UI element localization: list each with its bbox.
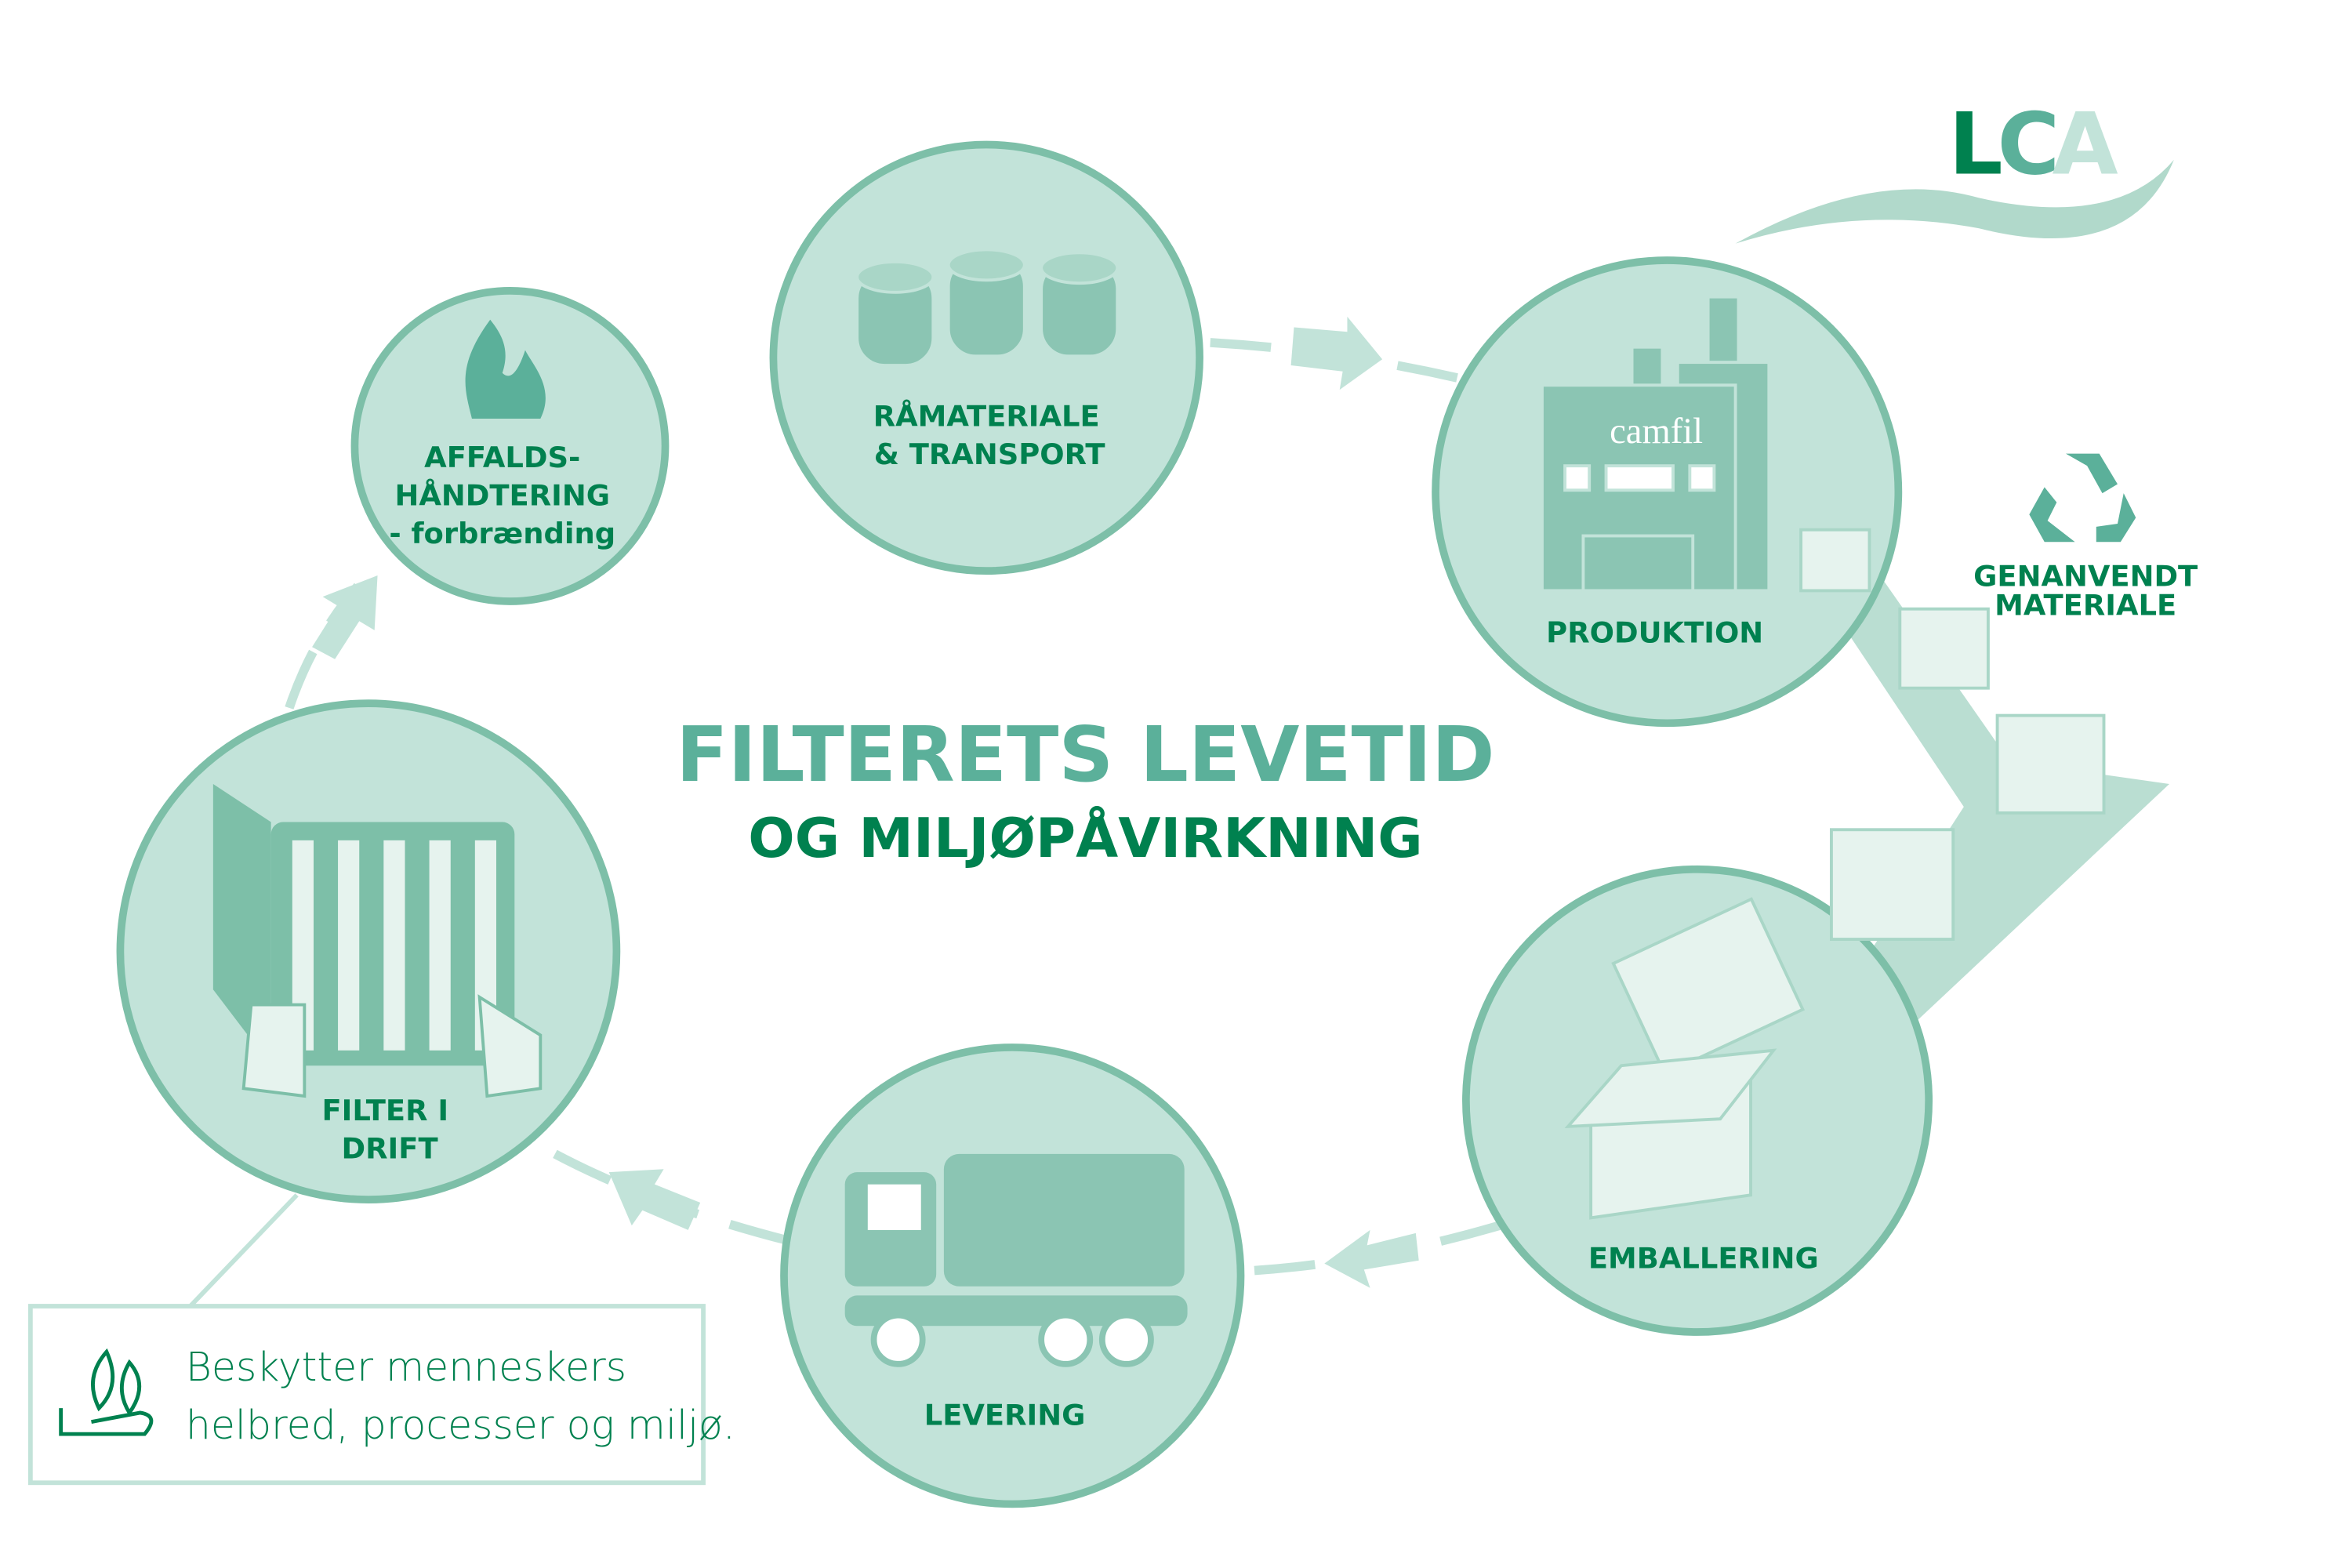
- stage-label-raw-1: RÅMATERIALE: [873, 399, 1100, 434]
- stage-label-operation-1: FILTER I: [321, 1094, 448, 1127]
- title-line-1: FILTERETS LEVETID: [676, 710, 1494, 799]
- svg-text:L: L: [1948, 94, 2002, 194]
- stage-label-waste-1: AFFALDS-: [424, 441, 580, 474]
- filter-in-hands-icon: [212, 784, 543, 1098]
- title-line-2: OG MILJØPÅVIRKNING: [748, 806, 1422, 870]
- note-connector: [188, 1193, 299, 1308]
- arrow-packaging-delivery: [1324, 1229, 1419, 1288]
- truck-icon: [844, 1153, 1188, 1367]
- note-line-1: Beskytter menneskers: [186, 1344, 626, 1390]
- stage-label-delivery: LEVERING: [924, 1398, 1086, 1432]
- leaf-hand-icon: [59, 1348, 154, 1436]
- arrow-operation-waste: [312, 575, 378, 659]
- stage-label-operation-2: DRIFT: [342, 1132, 438, 1166]
- stage-label-waste-2: HÅNDTERING: [395, 478, 610, 513]
- lca-logo: L C A: [1948, 94, 2118, 194]
- filter-items-on-belt: [1611, 528, 2106, 1076]
- stage-circle-waste: [350, 287, 670, 605]
- stage-label-production: PRODUKTION: [1546, 615, 1763, 649]
- note-line-2: helbred, processer og miljø.: [186, 1402, 735, 1448]
- svg-text:A: A: [2052, 94, 2118, 194]
- stage-label-packaging: EMBALLERING: [1588, 1241, 1819, 1275]
- recycle-label-1: GENANVENDT: [1973, 560, 2198, 593]
- conveyor-belt: [1766, 510, 2169, 1084]
- wave-decoration: [1735, 159, 2174, 244]
- box-icon: [1564, 1048, 1777, 1220]
- arrow-delivery-operation: [608, 1169, 701, 1230]
- note-box: [27, 1304, 706, 1486]
- stage-label-waste-3: - forbrænding: [389, 517, 615, 550]
- arrow-raw-production: [1290, 316, 1383, 390]
- stage-label-raw-2: & TRANSPORT: [874, 437, 1105, 471]
- fire-icon: [465, 319, 546, 419]
- barrels-icon: [855, 248, 1120, 367]
- recycle-label-2: MATERIALE: [1994, 588, 2176, 622]
- recycle-icon: [2029, 453, 2136, 543]
- svg-text:C: C: [1998, 94, 2060, 194]
- factory-brand-logo: camfil: [1610, 411, 1703, 452]
- factory-icon: [1541, 295, 1771, 593]
